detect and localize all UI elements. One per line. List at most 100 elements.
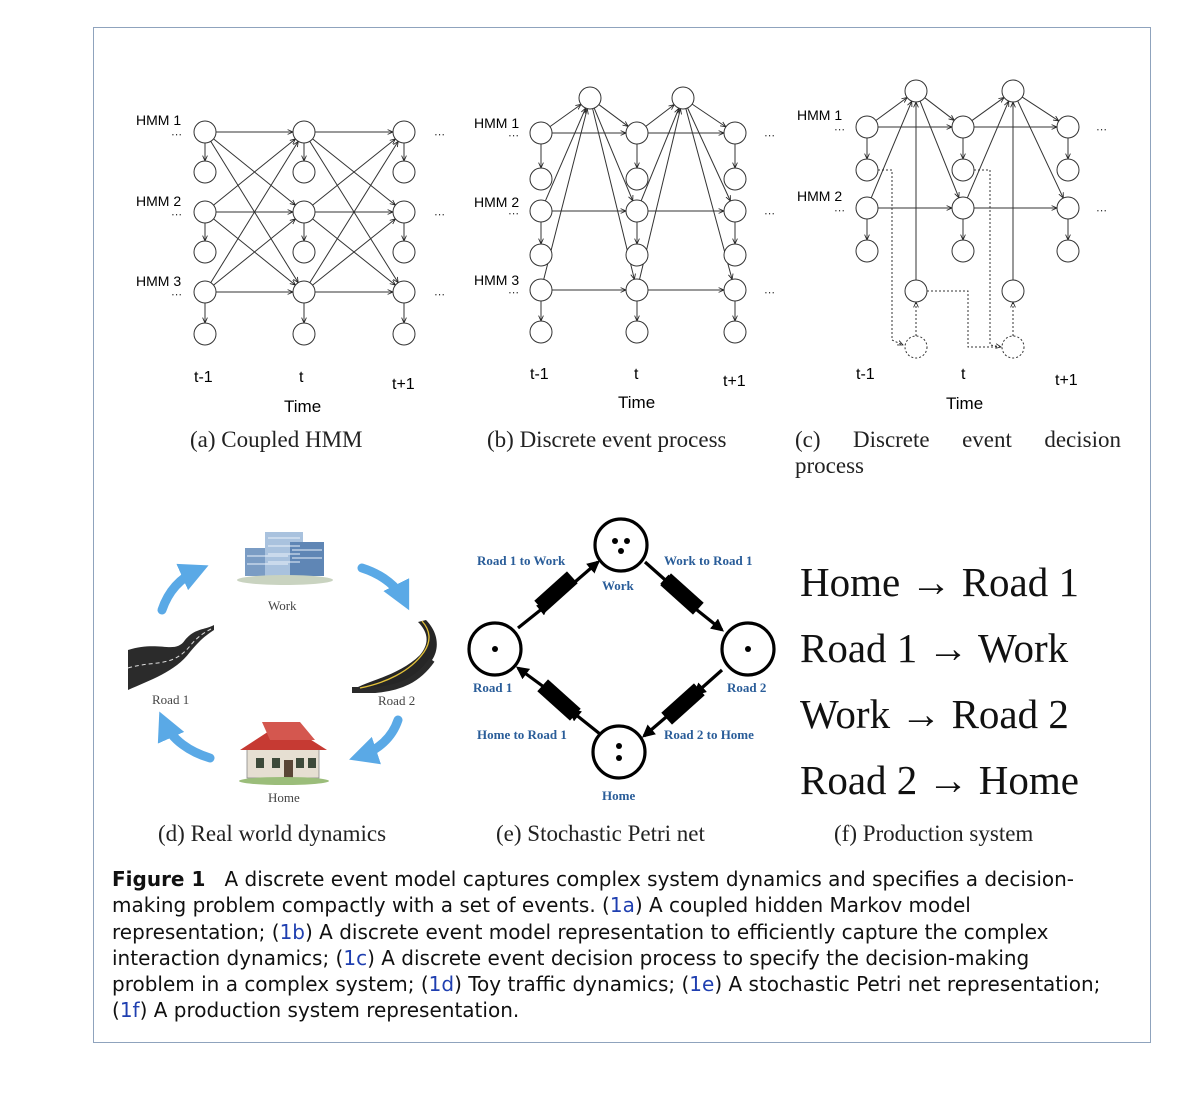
hidden-state-node [392,120,416,144]
road-right-icon [352,620,437,693]
hidden-state-node [193,200,217,224]
observation-node [529,167,553,191]
edge [640,108,679,202]
ref-link-1b[interactable]: 1b [279,919,305,944]
ellipsis-mark: ⋯ [764,207,775,220]
panel-b-nodes: ⋯⋯⋯⋯⋯⋯ [508,86,775,344]
edge [1017,100,1064,198]
petri-place-label-home: Home [602,788,635,803]
ref-link-1c[interactable]: 1c [343,945,368,970]
edge [927,290,1001,348]
panel-a-time-1: t-1 [194,369,213,386]
road-left-icon [127,625,214,690]
edge [544,108,585,202]
hidden-state-node [723,199,747,223]
cycle-arrows [157,563,410,765]
observation-node [529,243,553,267]
hidden-state-node [951,196,975,220]
petri-place-label-road1: Road 1 [473,680,512,695]
transition-work-to-road1 [660,573,704,615]
ref-link-1d[interactable]: 1d [428,972,455,997]
hidden-state-node [855,196,879,220]
petri-transition-label-hr1: Home to Road 1 [477,727,567,742]
ellipsis-mark: ⋯ [171,288,182,301]
panel-f-caption: (f) Production system [834,821,1034,846]
panel-d-caption: (d) Real world dynamics [158,821,387,846]
caption-text-3: ) A discrete event model representation … [112,919,1049,970]
hidden-state-node [951,115,975,139]
petri-place-label-work: Work [602,578,635,593]
production-rule-2: Road 1 → Work [800,625,1069,671]
hidden-state-node [193,280,217,304]
ref-link-1a[interactable]: 1a [609,893,635,918]
figure-label: Figure 1 [112,867,206,891]
observation-node [292,160,316,184]
caption-text-5: ) Toy traffic dynamics; ( [454,972,690,997]
ellipsis-mark: ⋯ [508,286,519,299]
ellipsis-mark: ⋯ [764,129,775,142]
event-node [671,86,695,110]
ellipsis-mark: ⋯ [764,286,775,299]
place-work [593,517,649,573]
edge [971,97,1004,121]
arrow-road1-to-work [157,563,209,615]
edge [691,103,726,127]
edge [687,107,731,201]
hidden-state-node [392,280,416,304]
production-rule-3: Work → Road 2 [800,691,1069,737]
edge [919,101,959,198]
ref-link-1f[interactable]: 1f [119,998,140,1023]
petri-transition-label-wr1: Work to Road 1 [664,553,752,568]
panel-c-time-3: t+1 [1055,372,1078,389]
observation-node [1056,239,1080,263]
petri-places [467,517,776,780]
observation-node [723,167,747,191]
observation-node [723,243,747,267]
ellipsis-mark: ⋯ [834,123,845,136]
panel-b-time-1: t-1 [530,366,549,383]
observation-node [193,160,217,184]
action-node [1001,279,1025,303]
panel-a-row-label-2: HMM 2 [136,193,181,209]
panel-c-caption-cont: process [795,453,864,478]
ellipsis-mark: ⋯ [1096,123,1107,136]
transition-home-to-road1 [537,679,581,721]
caption-text-1: A discrete event model captures complex … [112,867,1075,918]
belief-node [1001,335,1025,359]
panel-d-real-world: Work Home Road 1 Road 2 [127,532,437,805]
house-icon [239,722,329,785]
ellipsis-mark: ⋯ [434,128,445,141]
road2-label: Road 2 [378,693,415,708]
observation-node [855,158,879,182]
panel-c-axis-label: Time [946,394,983,413]
observation-node [292,240,316,264]
ellipsis-mark: ⋯ [171,208,182,221]
observation-node [392,240,416,264]
hidden-state-node [292,120,316,144]
arrow-home-to-road1 [157,711,215,763]
event-node [904,79,928,103]
panel-a-caption: (a) Coupled HMM [190,427,363,452]
hidden-state-node [723,278,747,302]
home-label: Home [268,790,300,805]
panel-a-row-label-1: HMM 1 [136,112,181,128]
edge [312,139,396,206]
hidden-state-node [625,199,649,223]
hidden-state-node [625,121,649,145]
panel-c-decision-process: ⋯⋯⋯⋯ HMM 1 HMM 2 t-1 t t+1 Time [797,79,1107,413]
building-icon [237,532,333,585]
panel-a-row-label-3: HMM 3 [136,273,181,289]
panel-b-caption: (b) Discrete event process [487,427,727,452]
panel-a-nodes: ⋯⋯⋯⋯⋯⋯ [171,120,445,346]
observation-node [855,239,879,263]
panel-e-petri-net: Road 1 to Work Work to Road 1 Work Road … [467,517,776,803]
edge [870,101,912,199]
edge [1021,96,1059,121]
observation-node [625,243,649,267]
edge [966,101,1008,199]
observation-node [951,239,975,263]
action-node [904,279,928,303]
panel-c-caption: (c) Discrete event decision [795,427,1121,452]
belief-node [904,335,928,359]
ref-link-1e[interactable]: 1e [689,972,715,997]
